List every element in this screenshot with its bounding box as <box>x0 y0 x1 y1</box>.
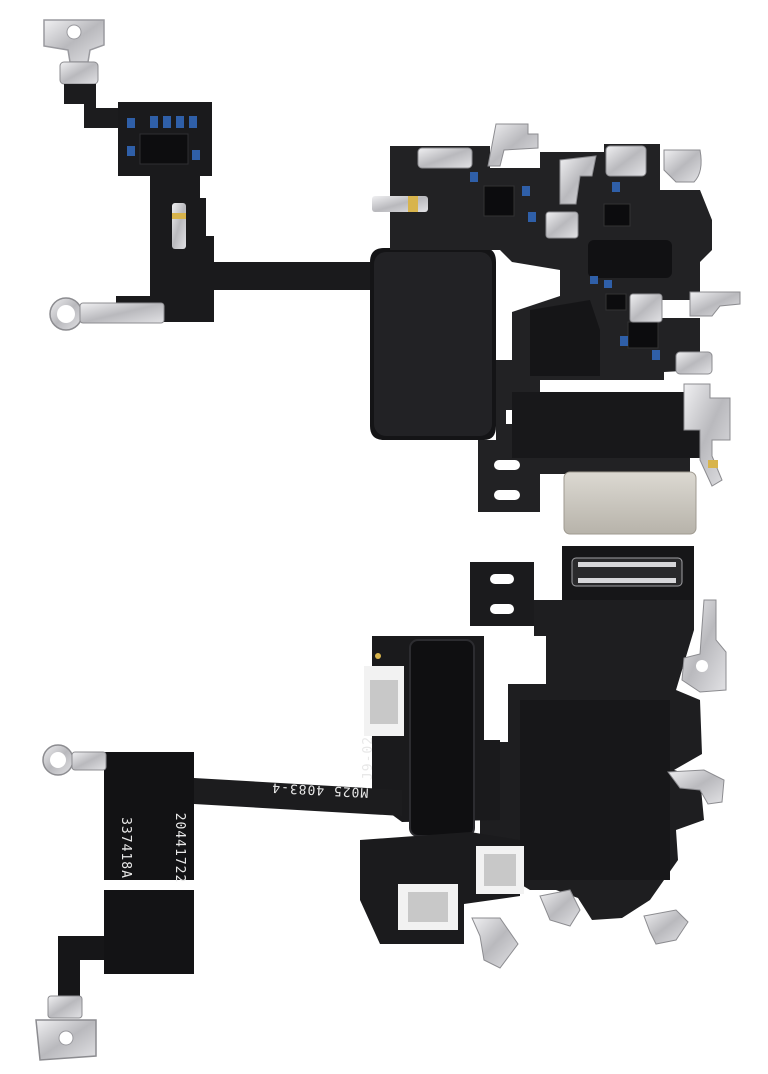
slot-hole <box>494 460 520 470</box>
contact-pin <box>172 213 186 219</box>
revision-text: J9-02 <box>361 736 376 780</box>
flex-arm <box>58 936 104 1012</box>
ic-chip <box>603 203 631 227</box>
mounting-bracket <box>681 599 727 693</box>
mounting-bracket <box>663 149 702 183</box>
back-flex-assembly: M025 4083-4 J9-02 337418A 20441722 <box>35 546 727 1061</box>
metal-contact <box>372 196 428 212</box>
front-flex-assembly <box>43 19 741 535</box>
mounting-bracket <box>559 155 597 205</box>
ic-chip <box>139 133 189 165</box>
mounting-bracket <box>683 383 731 487</box>
mounting-bracket <box>643 909 689 945</box>
passive-components <box>470 172 660 360</box>
mounting-bracket <box>487 123 539 167</box>
part-code-2-text: 20441722 <box>172 813 187 884</box>
part-code-1-text: 337418A <box>118 817 133 879</box>
mounting-bracket <box>471 917 519 969</box>
metal-tab <box>79 302 165 324</box>
metal-tab <box>71 751 107 771</box>
screw-hole <box>58 1030 74 1046</box>
foil-shield <box>563 471 697 535</box>
screw-hole <box>66 24 82 40</box>
ic-chip <box>605 293 627 311</box>
ic-chip <box>483 185 515 217</box>
mounting-bracket <box>539 889 581 927</box>
flex-strip <box>194 778 402 816</box>
metal-contact <box>545 211 579 239</box>
trace-code-text: M025 4083-4 <box>271 779 369 799</box>
mounting-bracket <box>689 291 741 317</box>
flex-board-back-left <box>104 752 194 880</box>
ic-chip <box>627 321 659 349</box>
metal-contact <box>605 145 647 177</box>
connector-pins <box>578 562 676 583</box>
metal-tab <box>47 995 83 1019</box>
flex-tab <box>470 562 534 626</box>
contact-pin <box>172 203 186 249</box>
slot-hole <box>490 604 514 614</box>
mounting-bracket <box>667 769 725 805</box>
slot-hole <box>494 490 520 500</box>
metal-contact <box>675 351 713 375</box>
metal-tab <box>59 61 99 85</box>
components-row <box>127 116 200 160</box>
metal-contact <box>417 147 473 169</box>
slot-hole <box>490 574 514 584</box>
metal-contact <box>629 293 663 323</box>
flex-arm <box>64 84 122 128</box>
